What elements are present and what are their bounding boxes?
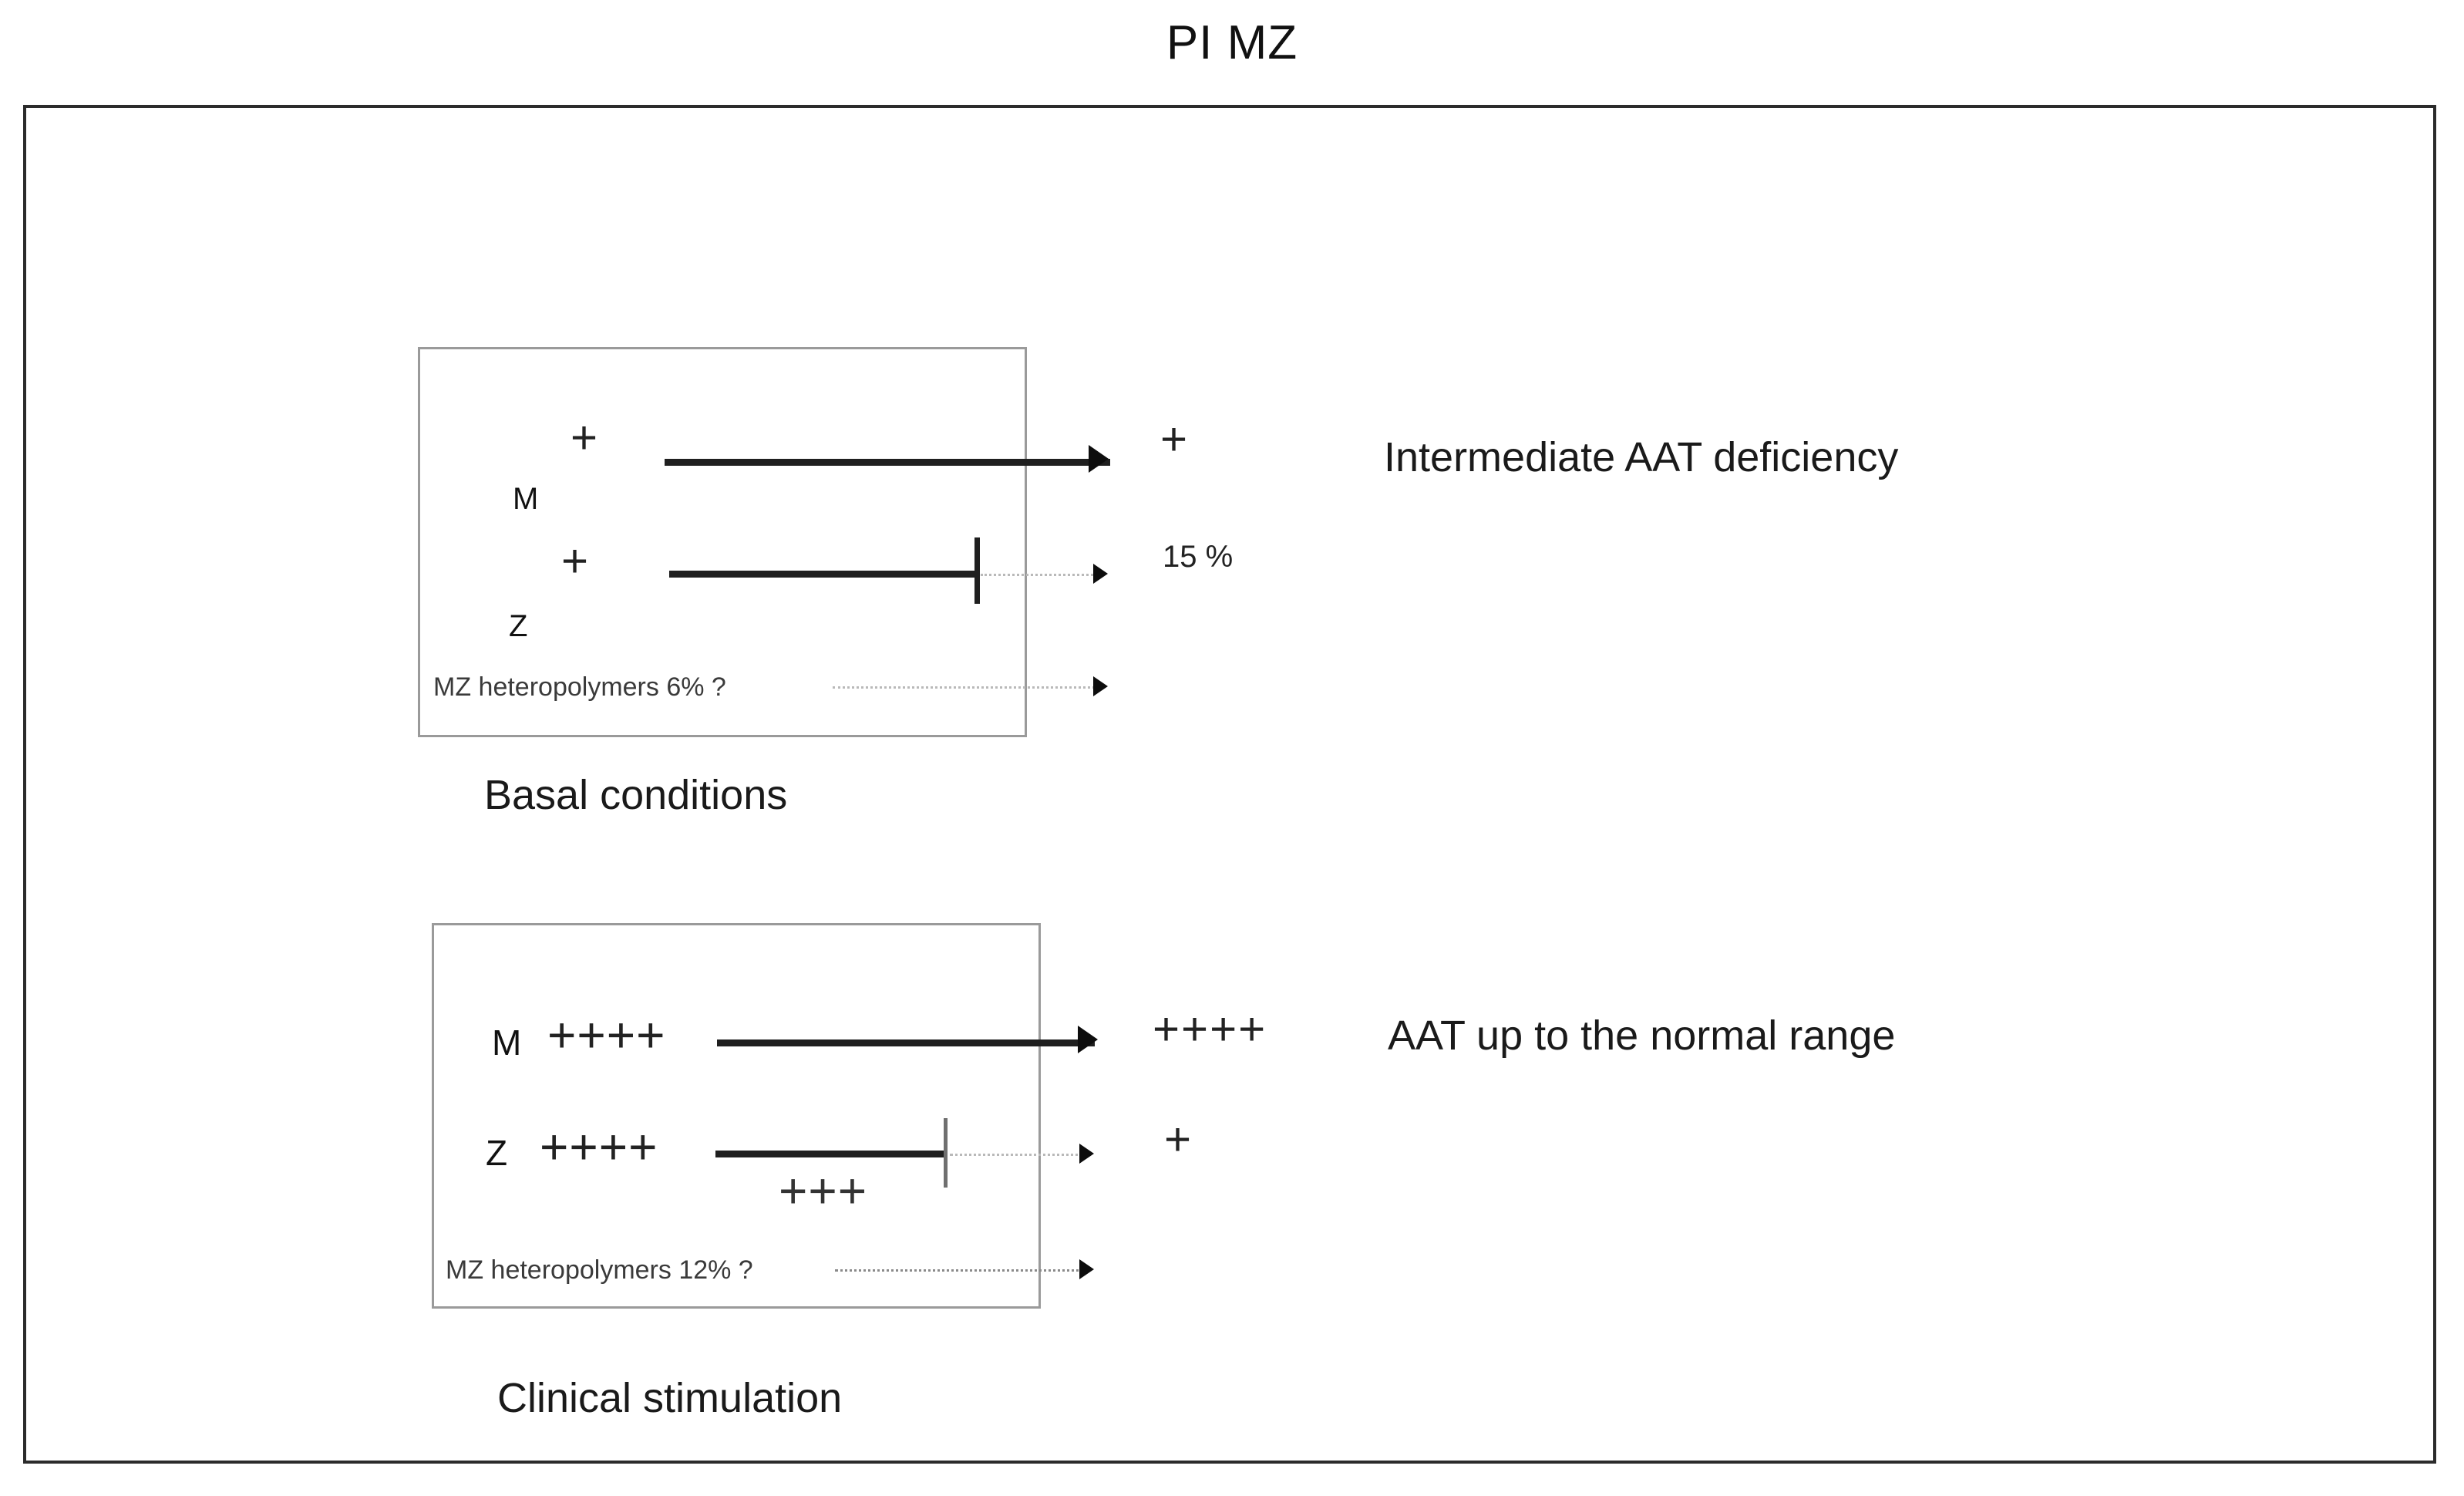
basal-row-z-block-bar (974, 537, 980, 604)
stimulation-row-z-dotted-line (950, 1154, 1089, 1156)
stimulation-row-m-allele-label: M (492, 1023, 522, 1063)
stimulation-row-z-expression: ++++ (540, 1119, 658, 1174)
stimulation-heteropolymer-arrow-icon (1079, 1259, 1094, 1279)
basal-row-m-allele-label: M (513, 482, 539, 516)
stimulation-row-m-arrow-icon (1078, 1026, 1098, 1053)
basal-row-m-flow-line (665, 459, 1110, 466)
stimulation-row-z-arrow-icon (1079, 1144, 1094, 1164)
panel-stimulation-box (432, 923, 1041, 1309)
caption-clinical-stimulation: Clinical stimulation (497, 1375, 843, 1421)
stimulation-outcome-text: AAT up to the normal range (1388, 1012, 1896, 1059)
basal-row-z-arrow-icon (1093, 564, 1108, 584)
basal-row-z-dotted-line (981, 574, 1102, 576)
stimulation-row-m-flow-line (717, 1039, 1095, 1046)
basal-row-z-allele-label: Z (509, 609, 528, 643)
figure-title: PI MZ (1166, 16, 1298, 69)
stimulation-row-z-secretion: +++ (779, 1163, 868, 1218)
stimulation-row-z-block-bar (944, 1118, 948, 1188)
figure-outer-frame (23, 105, 2436, 1464)
basal-heteropolymer-dotted-line (833, 686, 1104, 689)
basal-row-z-flow-line (669, 571, 978, 578)
basal-row-z-expression: + (561, 535, 591, 587)
basal-row-m-expression: + (571, 412, 600, 463)
stimulation-row-z-flow-line (715, 1151, 945, 1157)
stimulation-row-m-expression: ++++ (547, 1007, 666, 1063)
stimulation-heteropolymer-dotted-line (835, 1269, 1089, 1272)
basal-heteropolymer-note: MZ heteropolymers 6% ? (433, 672, 726, 702)
panel-basal-box (418, 347, 1027, 737)
basal-outcome-text: Intermediate AAT deficiency (1384, 434, 1899, 480)
basal-output-m: + (1160, 413, 1190, 465)
basal-row-m-arrow-icon (1089, 445, 1109, 473)
stimulation-row-z-allele-label: Z (486, 1133, 508, 1173)
basal-heteropolymer-arrow-icon (1093, 676, 1108, 696)
stimulation-output-m: ++++ (1153, 1003, 1267, 1055)
caption-basal-conditions: Basal conditions (484, 772, 788, 818)
stimulation-output-z: + (1164, 1114, 1193, 1165)
basal-output-z-percent: 15 % (1163, 540, 1234, 574)
stimulation-heteropolymer-note: MZ heteropolymers 12% ? (446, 1255, 753, 1285)
